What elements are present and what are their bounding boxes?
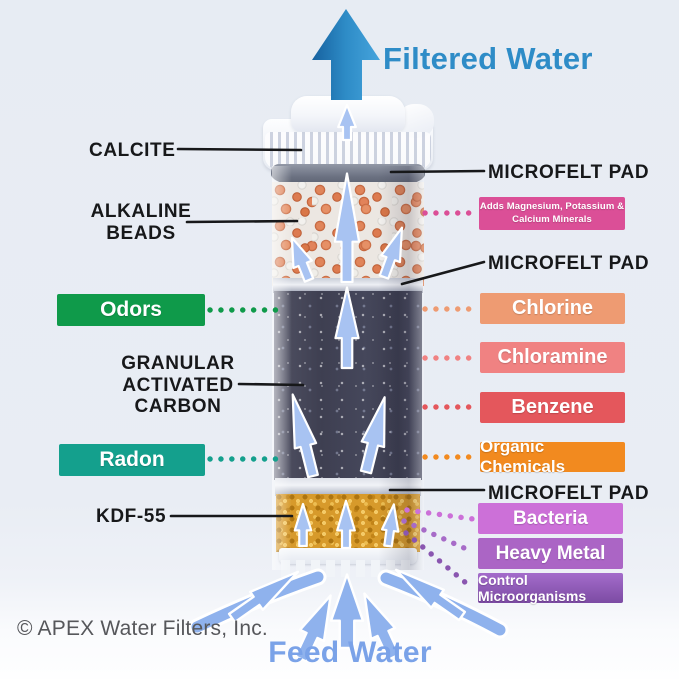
copyright-text: © APEX Water Filters, Inc. bbox=[17, 617, 268, 640]
heavy-metal-badge: Heavy Metal bbox=[478, 538, 623, 569]
chloramine-badge: Chloramine bbox=[480, 342, 625, 373]
calcite-label: CALCITE bbox=[89, 140, 176, 161]
filtered-water-label: Filtered Water bbox=[383, 41, 593, 76]
filter-cap-dome bbox=[291, 96, 405, 132]
control-microorganisms-badge: Control Microorganisms bbox=[478, 572, 623, 604]
filtered-water-arrow-icon bbox=[312, 9, 380, 100]
granular-activated-carbon-label: GRANULAR ACTIVATED CARBON bbox=[121, 353, 235, 418]
radon-badge: Radon bbox=[59, 444, 205, 476]
chlorine-badge: Chlorine bbox=[480, 293, 625, 324]
benzene-badge: Benzene bbox=[480, 392, 625, 423]
feed-water-label: Feed Water bbox=[268, 636, 432, 669]
microfelt-pad-mid-label: MICROFELT PAD bbox=[488, 253, 650, 274]
organic-chemicals-badge: Organic Chemicals bbox=[480, 437, 625, 476]
minerals-badge: Adds Magnesium, Potassium & Calcium Mine… bbox=[479, 197, 625, 230]
alkaline-beads-label: ALKALINE BEADS bbox=[90, 201, 192, 244]
kdf-55-layer bbox=[276, 494, 420, 552]
microfelt-pad-bottom-label: MICROFELT PAD bbox=[488, 483, 650, 504]
filter-base-teeth bbox=[281, 560, 415, 577]
activated-carbon-layer bbox=[274, 291, 422, 480]
odors-badge: Odors bbox=[57, 294, 205, 326]
bacteria-badge: Bacteria bbox=[478, 503, 623, 534]
microfelt-pad-top-label: MICROFELT PAD bbox=[488, 162, 650, 183]
alkaline-beads-layer bbox=[272, 182, 424, 286]
kdf-55-label: KDF-55 bbox=[96, 506, 167, 527]
